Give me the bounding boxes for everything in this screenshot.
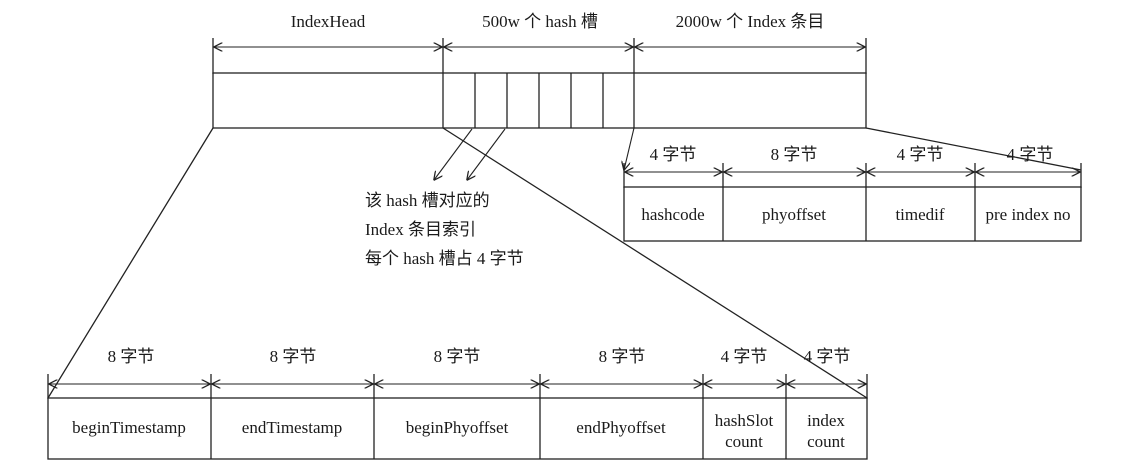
note-line-1: 该 hash 槽对应的 [365,191,490,210]
top-dimension-line [212,38,867,74]
indexhead-expand-right [442,127,868,399]
head-field-index-count-line2: count [807,432,845,451]
head-size-begin-phyoffset: 8 字节 [434,347,481,366]
entry-expand-left-arrow [624,127,635,170]
head-row-outline [47,397,868,460]
entry-size-hashcode: 4 字节 [650,145,697,164]
head-size-begin-timestamp: 8 字节 [108,347,155,366]
head-field-end-timestamp: endTimestamp [242,418,342,437]
entry-field-timedif: timedif [895,205,944,224]
head-field-end-phyoffset: endPhyoffset [576,418,666,437]
header-indexhead: IndexHead [291,12,366,31]
index-entry-structure: 4 字节 8 字节 4 字节 4 字节 hashcode phyoffset t… [623,145,1082,242]
header-index-entries: 2000w 个 Index 条目 [676,12,825,31]
entry-size-timedif: 4 字节 [897,145,944,164]
head-field-begin-phyoffset: beginPhyoffset [406,418,509,437]
head-field-hashslot-count-line1: hashSlot [715,411,774,430]
entry-size-phyoffset: 8 字节 [771,145,818,164]
head-field-begin-timestamp: beginTimestamp [72,418,186,437]
index-head-structure: 8 字节 8 字节 8 字节 8 字节 4 字节 4 字节 beginTimes… [47,347,868,460]
indexhead-expand-left [47,127,214,399]
head-field-index-count-line1: index [807,411,845,430]
index-file-bar [212,72,867,129]
hash-slot-cells [474,73,604,128]
entry-size-prev-index: 4 字节 [1007,145,1054,164]
entry-field-prev-index: pre index no [986,205,1071,224]
expansion-lines [47,127,1082,399]
top-headers: IndexHead 500w 个 hash 槽 2000w 个 Index 条目 [291,12,825,31]
slot-pointer-arrows [434,128,506,180]
note-line-2: Index 条目索引 [365,220,476,239]
head-size-hashslot-count: 4 字节 [721,347,768,366]
entry-expand-right [865,127,1082,171]
head-size-index-count: 4 字节 [804,347,851,366]
note-line-3: 每个 hash 槽占 4 字节 [365,249,524,268]
head-size-end-timestamp: 8 字节 [270,347,317,366]
head-field-hashslot-count-line2: count [725,432,763,451]
head-size-end-phyoffset: 8 字节 [599,347,646,366]
entry-field-hashcode: hashcode [641,205,704,224]
header-hash-slots: 500w 个 hash 槽 [482,12,598,31]
entry-field-phyoffset: phyoffset [762,205,826,224]
entry-row-outline [623,186,1082,242]
hash-slot-note: 该 hash 槽对应的 Index 条目索引 每个 hash 槽占 4 字节 [365,191,524,268]
